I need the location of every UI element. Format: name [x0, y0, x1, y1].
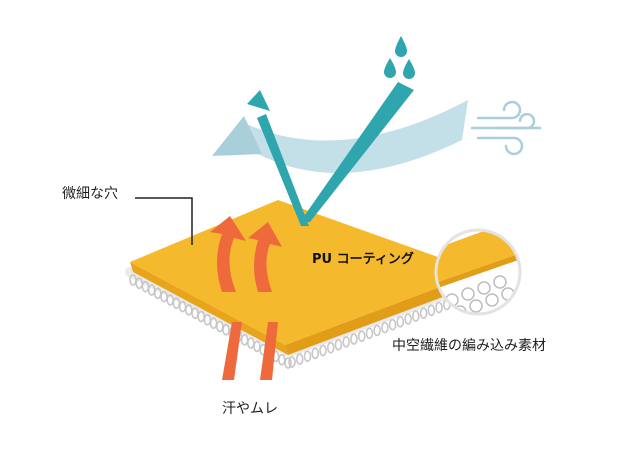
fiber-loop	[311, 347, 320, 360]
fiber-loop	[277, 353, 286, 366]
fiber-loop	[185, 304, 193, 316]
sweat-label: 汗やムレ	[222, 401, 278, 417]
fiber-loop	[396, 315, 405, 328]
fiber-loop	[154, 287, 162, 300]
fiber-loop	[435, 301, 443, 314]
fiber-loop	[247, 337, 255, 349]
fiber-loop	[381, 321, 389, 334]
fiber-loop	[419, 307, 428, 320]
fiber-loop	[191, 307, 199, 320]
fiber-loop	[129, 274, 137, 286]
fiber-loop	[197, 310, 205, 323]
fiber-loop	[404, 313, 412, 325]
fiber-loop	[141, 280, 150, 293]
fiber-loop	[357, 330, 366, 343]
fiber-loop	[203, 313, 212, 326]
fiber-loop	[303, 350, 312, 363]
fiber-loop	[388, 318, 397, 331]
fiber-loop	[209, 317, 218, 330]
fiber-loop	[342, 336, 351, 348]
fiber-loop	[216, 320, 224, 333]
fiber-loop	[240, 333, 249, 346]
pores-leader-line	[135, 197, 193, 245]
fiber-loop	[284, 357, 292, 369]
fiber-loop	[427, 304, 436, 317]
fiber-loop	[365, 327, 374, 340]
sweat-arrows-entering	[222, 322, 278, 380]
fiber-loop	[326, 341, 335, 354]
fiber-loop	[288, 356, 296, 368]
water-repel-arrows	[247, 82, 414, 226]
fiber-loop	[350, 333, 358, 345]
fiber-loop	[147, 284, 156, 296]
fiber-loop	[178, 300, 187, 313]
fiber-loop	[160, 290, 168, 303]
membrane-sheet	[130, 200, 483, 355]
fiber-loop	[373, 324, 381, 337]
pu-coating-label: PU コーティング	[312, 252, 414, 267]
fiber-loop	[319, 344, 327, 357]
fiber-loop	[334, 338, 343, 351]
water-drops-icon	[384, 36, 415, 79]
wind-flow-band	[212, 100, 468, 174]
fiber-loop	[135, 277, 143, 290]
vapor-arrows-rising	[210, 216, 282, 292]
pores-label: 微細な穴	[62, 186, 118, 202]
fiber-loop	[253, 340, 261, 353]
fiber-loop	[222, 323, 230, 336]
fiber-loop	[172, 297, 181, 310]
fiber-loop	[166, 294, 174, 306]
fiber-loop	[295, 353, 304, 365]
wind-icon	[470, 100, 542, 156]
fiber-loop	[411, 310, 420, 322]
hollow-fiber-label: 中空繊維の編み込み素材	[392, 338, 546, 354]
